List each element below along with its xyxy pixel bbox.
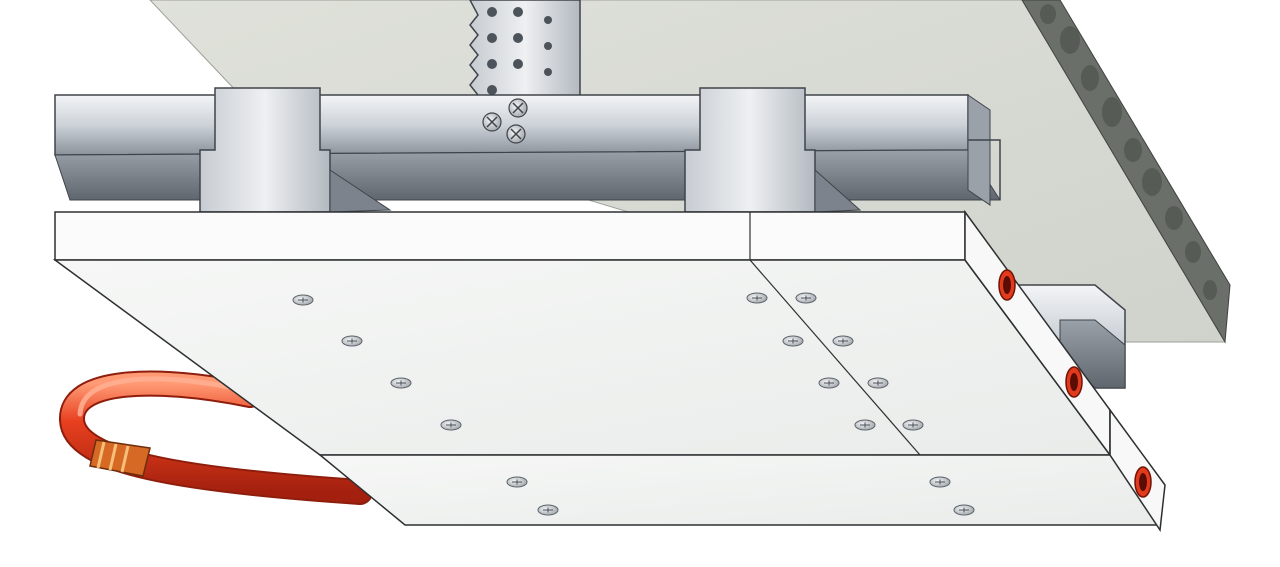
mounting-screw-group bbox=[292, 292, 975, 516]
panel-screw bbox=[953, 504, 975, 516]
heating-panel bbox=[52, 209, 1112, 458]
profile-connector bbox=[684, 87, 862, 213]
panel-screw bbox=[746, 292, 768, 304]
heating-pipe bbox=[998, 269, 1152, 498]
panel-screw bbox=[390, 377, 412, 389]
panel-screw bbox=[902, 419, 924, 431]
pipe-fitting bbox=[89, 439, 151, 477]
mounting-screw bbox=[482, 98, 528, 144]
panel-screw bbox=[795, 292, 817, 304]
panel-screw bbox=[341, 335, 363, 347]
profile-connector bbox=[199, 87, 392, 213]
panel-screw bbox=[292, 294, 314, 306]
heating-pipe bbox=[59, 370, 373, 505]
panel-screw bbox=[832, 335, 854, 347]
panel-screw bbox=[782, 335, 804, 347]
panel-screw bbox=[440, 419, 462, 431]
panel-screw bbox=[867, 377, 889, 389]
ceiling-profile bbox=[1009, 284, 1126, 389]
panel-screw bbox=[929, 476, 951, 488]
ceiling-profile bbox=[54, 94, 1001, 206]
panel-screw bbox=[854, 419, 876, 431]
panel-screw bbox=[537, 504, 559, 516]
panel-screw bbox=[818, 377, 840, 389]
panel-screw bbox=[506, 476, 528, 488]
